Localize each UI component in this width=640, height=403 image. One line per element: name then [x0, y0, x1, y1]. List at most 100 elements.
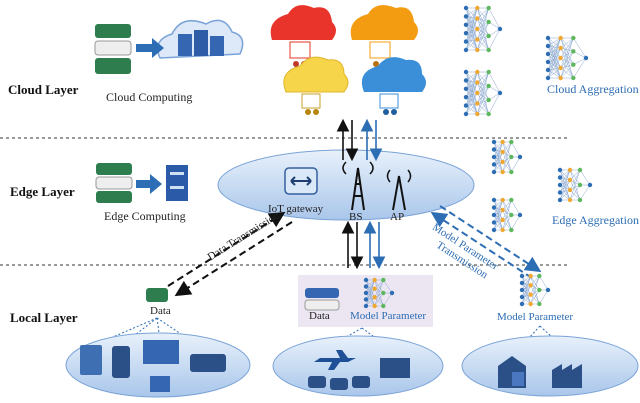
neuron-node	[381, 290, 386, 296]
neuron-node	[557, 182, 563, 188]
neuron-node	[463, 31, 469, 36]
neuron-node	[463, 5, 469, 11]
local-layer-label: Local Layer	[10, 310, 78, 325]
neuron-node	[475, 101, 480, 106]
neuron-node	[363, 284, 369, 289]
neuron-node	[571, 75, 576, 81]
neuron-node	[571, 35, 576, 41]
cloud-aggregation-label: Cloud Aggregation	[547, 82, 639, 96]
azure-cloud-icon	[361, 57, 426, 115]
edge-local-arrows	[341, 220, 386, 270]
local-transport-ellipse	[272, 335, 444, 397]
tablet-icon	[80, 345, 102, 375]
iot-gateway-label: IoT gateway	[268, 203, 324, 215]
neuron-node	[567, 177, 573, 183]
local-devices-ellipse	[65, 332, 251, 398]
neuron-node	[363, 277, 369, 283]
cloud-layer-label: Cloud Layer	[8, 82, 79, 97]
center-model-parameter-label: Model Parameter	[350, 310, 427, 322]
neuron-node	[558, 55, 563, 61]
edge-computing-label: Edge Computing	[104, 209, 186, 223]
neuron-node	[557, 197, 563, 203]
truck-icon	[380, 358, 410, 378]
neuron-node	[491, 162, 497, 167]
edge-network-ellipse	[217, 149, 475, 221]
neuron-node	[475, 37, 480, 42]
neuron-node	[517, 154, 523, 160]
neuron-node	[500, 197, 505, 203]
neuron-node	[475, 80, 480, 85]
model-parameter-transmission-arrows	[430, 205, 542, 279]
neuron-node	[475, 47, 480, 53]
neuron-node	[571, 62, 576, 67]
neuron-node	[363, 297, 369, 302]
local-model-network-icon	[363, 277, 395, 309]
neuron-node	[491, 169, 497, 175]
neuron-node	[558, 75, 563, 81]
neuron-node	[463, 22, 469, 27]
neuron-node	[500, 207, 505, 213]
neuron-node	[519, 273, 525, 279]
data-transmission-arrows	[167, 211, 293, 297]
neuron-node	[537, 287, 542, 293]
neuron-node	[558, 65, 563, 71]
right-model-parameter-label: Model Parameter	[497, 311, 574, 323]
camera-icon	[190, 354, 226, 372]
edge-aggregation-label: Edge Aggregation	[552, 213, 639, 227]
neuron-node	[545, 287, 551, 293]
neuron-node	[545, 75, 551, 81]
iot-gateway-icon	[284, 167, 318, 195]
neuron-node	[545, 59, 551, 65]
neuron-node	[500, 169, 505, 175]
airplane-icon	[314, 350, 356, 370]
neuron-node	[475, 16, 480, 21]
neuron-node	[486, 83, 491, 89]
neuron-node	[475, 26, 480, 32]
edge-layer-label: Edge Layer	[10, 184, 75, 199]
neuron-node	[500, 149, 505, 155]
monitor-icon	[143, 340, 179, 364]
neuron-node	[500, 159, 505, 165]
neuron-node	[500, 139, 505, 145]
neuron-node	[577, 197, 583, 203]
neuron-node	[528, 301, 533, 307]
neuron-node	[475, 90, 480, 96]
neuron-node	[363, 290, 369, 296]
neuron-node	[475, 5, 480, 11]
local-data-database-icon	[146, 288, 168, 302]
neuron-node	[528, 283, 533, 288]
printer-icon	[150, 376, 170, 392]
neuron-node	[567, 197, 573, 203]
phone-icon	[112, 346, 130, 378]
neuron-node	[519, 294, 525, 300]
neuron-node	[463, 111, 469, 117]
neuron-node	[486, 5, 491, 11]
ap-label: AP	[390, 211, 405, 223]
cloud-edge-arrows	[336, 118, 383, 162]
neuron-node	[381, 303, 386, 309]
neuron-node	[519, 287, 525, 293]
neuron-node	[500, 217, 505, 223]
neuron-node	[557, 175, 563, 180]
database-icon	[94, 24, 132, 74]
neuron-node	[491, 139, 497, 145]
neuron-node	[491, 212, 497, 218]
neuron-node	[372, 286, 377, 291]
neuron-node	[557, 167, 563, 173]
factory-icon	[552, 364, 582, 388]
neuron-node	[486, 19, 491, 25]
neuron-node	[500, 227, 505, 233]
neuron-node	[486, 33, 491, 39]
neuron-node	[372, 295, 377, 300]
neuron-node	[491, 147, 497, 152]
neuron-node	[545, 51, 551, 57]
neuron-node	[463, 86, 469, 92]
neuron-node	[545, 67, 551, 73]
neuron-node	[545, 35, 551, 41]
neuron-node	[528, 292, 533, 297]
cloud-computing-label: Cloud Computing	[106, 90, 193, 104]
neuron-node	[463, 69, 469, 75]
local-industry-ellipse	[461, 335, 639, 397]
car-icon	[308, 376, 326, 388]
